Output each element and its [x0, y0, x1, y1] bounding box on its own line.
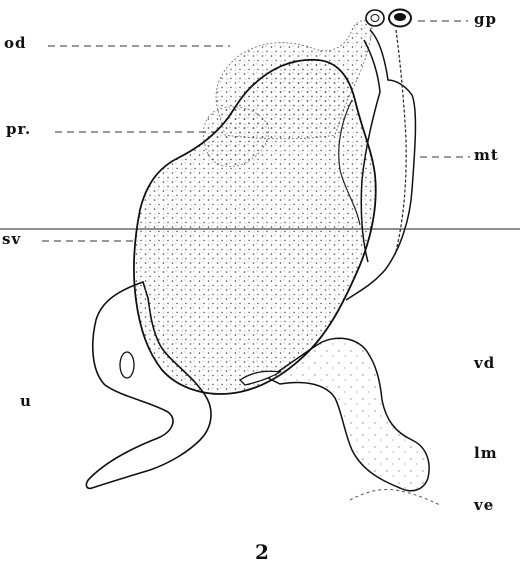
label-pr: pr. — [6, 122, 31, 137]
male-duct-wavy — [395, 30, 406, 255]
genital-pores — [366, 10, 411, 27]
label-lm: lm — [474, 446, 498, 461]
label-vd: vd — [474, 356, 495, 371]
label-u: u — [20, 394, 32, 409]
ventral-opening-line — [350, 489, 440, 505]
label-ve: ve — [474, 498, 494, 513]
vas-deferens — [268, 338, 429, 490]
label-gp: gp — [474, 12, 497, 27]
label-mt: mt — [474, 148, 499, 163]
label-od: od — [4, 36, 27, 51]
figure-number: 2 — [255, 542, 269, 562]
genital-pore-left — [366, 10, 384, 26]
label-sv: sv — [2, 232, 21, 247]
genital-pore-right-inner — [394, 13, 406, 21]
